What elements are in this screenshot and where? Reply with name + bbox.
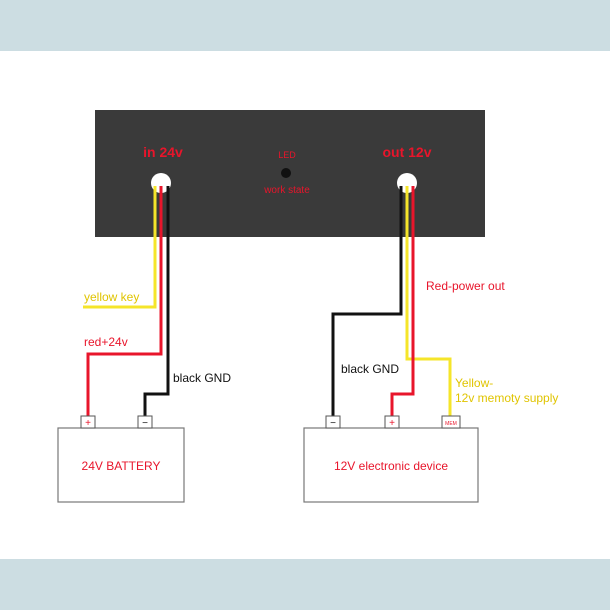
yellow-memory-label-2: 12v memoty supply [455,391,558,405]
led-indicator [281,168,291,178]
device-mem-sign: MEM [445,421,457,427]
battery-minus-terminal [137,415,153,429]
black-gnd-wire-right [331,186,403,416]
battery-minus-sign: − [142,418,148,429]
red-24v-wire [86,186,163,416]
yellow-memory-label-1: Yellow- [455,376,493,390]
output-label: out 12v [382,144,431,160]
black-gnd-label-left: black GND [173,371,231,385]
black-gnd-label-right: black GND [341,362,399,376]
device-minus-sign: − [330,418,336,429]
device-plus-sign: + [389,418,395,429]
input-label: in 24v [143,144,183,160]
battery-plus-terminal [80,415,96,429]
red-24v-label: red+24v [84,335,128,349]
device-mem-terminal [441,415,461,429]
device-box [303,427,479,503]
battery-label: 24V BATTERY [82,459,161,473]
battery-plus-sign: + [85,418,91,429]
led-status-label: work state [263,185,310,196]
yellow-key-wire [83,186,157,309]
yellow-key-label: yellow key [84,290,139,304]
red-power-out-wire [390,186,415,416]
led-label: LED [278,150,296,160]
yellow-memory-wire [405,186,452,416]
black-gnd-wire-left [143,186,170,416]
red-power-out-label: Red-power out [426,279,505,293]
device-minus-terminal [325,415,341,429]
top-band [0,0,610,51]
battery-box [57,427,185,503]
device-label: 12V electronic device [334,459,448,473]
device-plus-terminal [384,415,400,429]
bottom-band [0,559,610,610]
